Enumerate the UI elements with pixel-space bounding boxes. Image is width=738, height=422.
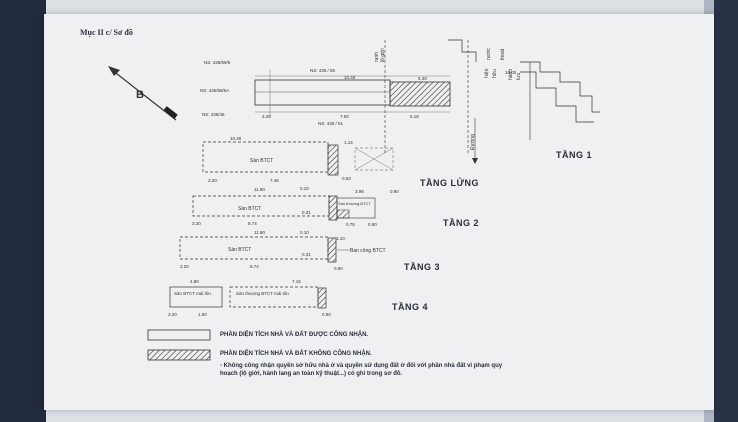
svg-text:3.20: 3.20 <box>180 264 189 269</box>
svg-text:4.80: 4.80 <box>190 279 199 284</box>
svg-text:0.90: 0.90 <box>322 312 331 317</box>
svg-text:7.46: 7.46 <box>270 178 279 183</box>
svg-text:0.78: 0.78 <box>346 222 355 227</box>
svg-text:NS: 436 / 55: NS: 436 / 55 <box>310 68 336 73</box>
svg-text:hiện: hiện <box>484 68 490 78</box>
svg-text:1.60: 1.60 <box>198 312 207 317</box>
svg-text:11.90: 11.90 <box>254 230 265 235</box>
svg-text:0.10: 0.10 <box>300 186 309 191</box>
svg-text:Sàn BTCT: Sàn BTCT <box>228 247 251 253</box>
svg-text:0.90: 0.90 <box>368 222 377 227</box>
svg-text:lộ giới: lộ giới <box>380 48 386 62</box>
svg-text:10.40: 10.40 <box>344 75 356 80</box>
north-arrow-icon: B <box>108 66 178 121</box>
svg-text:10.40: 10.40 <box>230 136 242 141</box>
svg-text:7.60: 7.60 <box>340 114 349 119</box>
page-title: Mục II c/ Sơ đồ <box>80 28 133 37</box>
svg-text:3.20: 3.20 <box>168 312 177 317</box>
svg-text:lưu: lưu <box>516 73 522 80</box>
floor-label-tang-lung: TẦNG LỬNG <box>420 178 479 188</box>
staircase-icon <box>448 39 600 123</box>
svg-text:Sàn thượng BTCT mái tôn: Sàn thượng BTCT mái tôn <box>236 291 289 296</box>
legend-note: - Không công nhận quyền sở hữu nhà ở và … <box>220 363 503 377</box>
legend-recognized: PHẦN DIỆN TÍCH NHÀ VÀ ĐẤT ĐƯỢC CÔNG NHẬN… <box>220 332 369 338</box>
svg-text:3.99: 3.99 <box>355 189 364 194</box>
floor-plan-tang-1: NS: 436/59/5 NS: 436/59/5A NS: 436/45 NS… <box>200 40 531 155</box>
floor-label-tang-4: TẦNG 4 <box>392 302 429 312</box>
svg-text:1.10: 1.10 <box>336 236 345 241</box>
svg-text:ranh: ranh <box>374 52 380 62</box>
svg-text:5.39: 5.39 <box>418 76 427 81</box>
svg-text:0.90: 0.90 <box>390 189 399 194</box>
svg-text:3.20: 3.20 <box>208 178 217 183</box>
svg-text:8.74: 8.74 <box>248 221 257 226</box>
svg-text:7.16: 7.16 <box>292 279 301 284</box>
svg-text:NS: 436/59/5: NS: 436/59/5 <box>204 60 231 65</box>
svg-text:0.31: 0.31 <box>302 252 311 257</box>
svg-text:0.10: 0.10 <box>300 230 309 235</box>
svg-text:3.20: 3.20 <box>262 114 271 119</box>
floor-plan-tang-4: 4.80 7.16 3.20 1.60 0.90 Sàn BTCT mái tô… <box>168 279 331 317</box>
floor-label-tang-3: TẦNG 3 <box>404 262 441 272</box>
legend-box-recognized <box>147 329 211 341</box>
svg-text:Sàn BTCT mái tôn: Sàn BTCT mái tôn <box>174 291 211 296</box>
background-left <box>0 0 46 422</box>
svg-text:hữu: hữu <box>492 69 498 78</box>
floor-label-tang-1: TẦNG 1 <box>556 150 593 160</box>
svg-text:8.74: 8.74 <box>250 264 259 269</box>
svg-text:hành: hành <box>508 69 514 80</box>
svg-text:0.90: 0.90 <box>334 266 343 271</box>
background-right <box>714 0 738 422</box>
floor-plan-tang-lung: 10.40 1.14 7.46 3.20 0.93 Sàn BTCT <box>202 136 394 183</box>
svg-text:1.14: 1.14 <box>344 140 353 145</box>
svg-text:6.18: 6.18 <box>410 114 419 119</box>
svg-text:Sàn BTCT: Sàn BTCT <box>250 158 273 164</box>
svg-text:Ban công BTCT: Ban công BTCT <box>350 248 386 254</box>
svg-text:16.00: 16.00 <box>505 70 517 75</box>
legend-not-recognized: PHẦN DIỆN TÍCH NHÀ VÀ ĐẤT KHÔNG CÔNG NHẬ… <box>220 351 372 357</box>
svg-text:Sàn BTCT: Sàn BTCT <box>238 206 261 212</box>
svg-text:Đường: Đường <box>470 134 476 150</box>
svg-text:11.90: 11.90 <box>254 187 265 192</box>
svg-text:thoát: thoát <box>500 48 506 60</box>
svg-text:NS: 436/59/5A: NS: 436/59/5A <box>200 88 229 93</box>
svg-text:0.93: 0.93 <box>342 176 351 181</box>
floor-plan-tang-2: 11.90 0.10 3.99 0.90 8.74 3.20 0.31 0.78… <box>192 186 399 227</box>
legend-box-not-recognized <box>147 349 211 361</box>
svg-text:3.20: 3.20 <box>192 221 201 226</box>
north-arrow-label: B <box>136 89 144 101</box>
road-labels: ranh lộ giới Đường hiện hữu nước thoát h… <box>374 48 522 164</box>
floor-label-tang-2: TẦNG 2 <box>443 218 480 228</box>
svg-text:NS: 436 / 51: NS: 436 / 51 <box>318 121 344 126</box>
svg-text:0.31: 0.31 <box>302 210 311 215</box>
svg-text:nước: nước <box>486 48 492 60</box>
svg-text:NS: 436/45: NS: 436/45 <box>202 112 225 117</box>
svg-text:Sàn thượng BTCT: Sàn thượng BTCT <box>338 201 371 206</box>
floor-plan-tang-3: 11.90 0.10 1.10 8.74 3.20 0.31 0.90 Sàn … <box>179 230 386 271</box>
